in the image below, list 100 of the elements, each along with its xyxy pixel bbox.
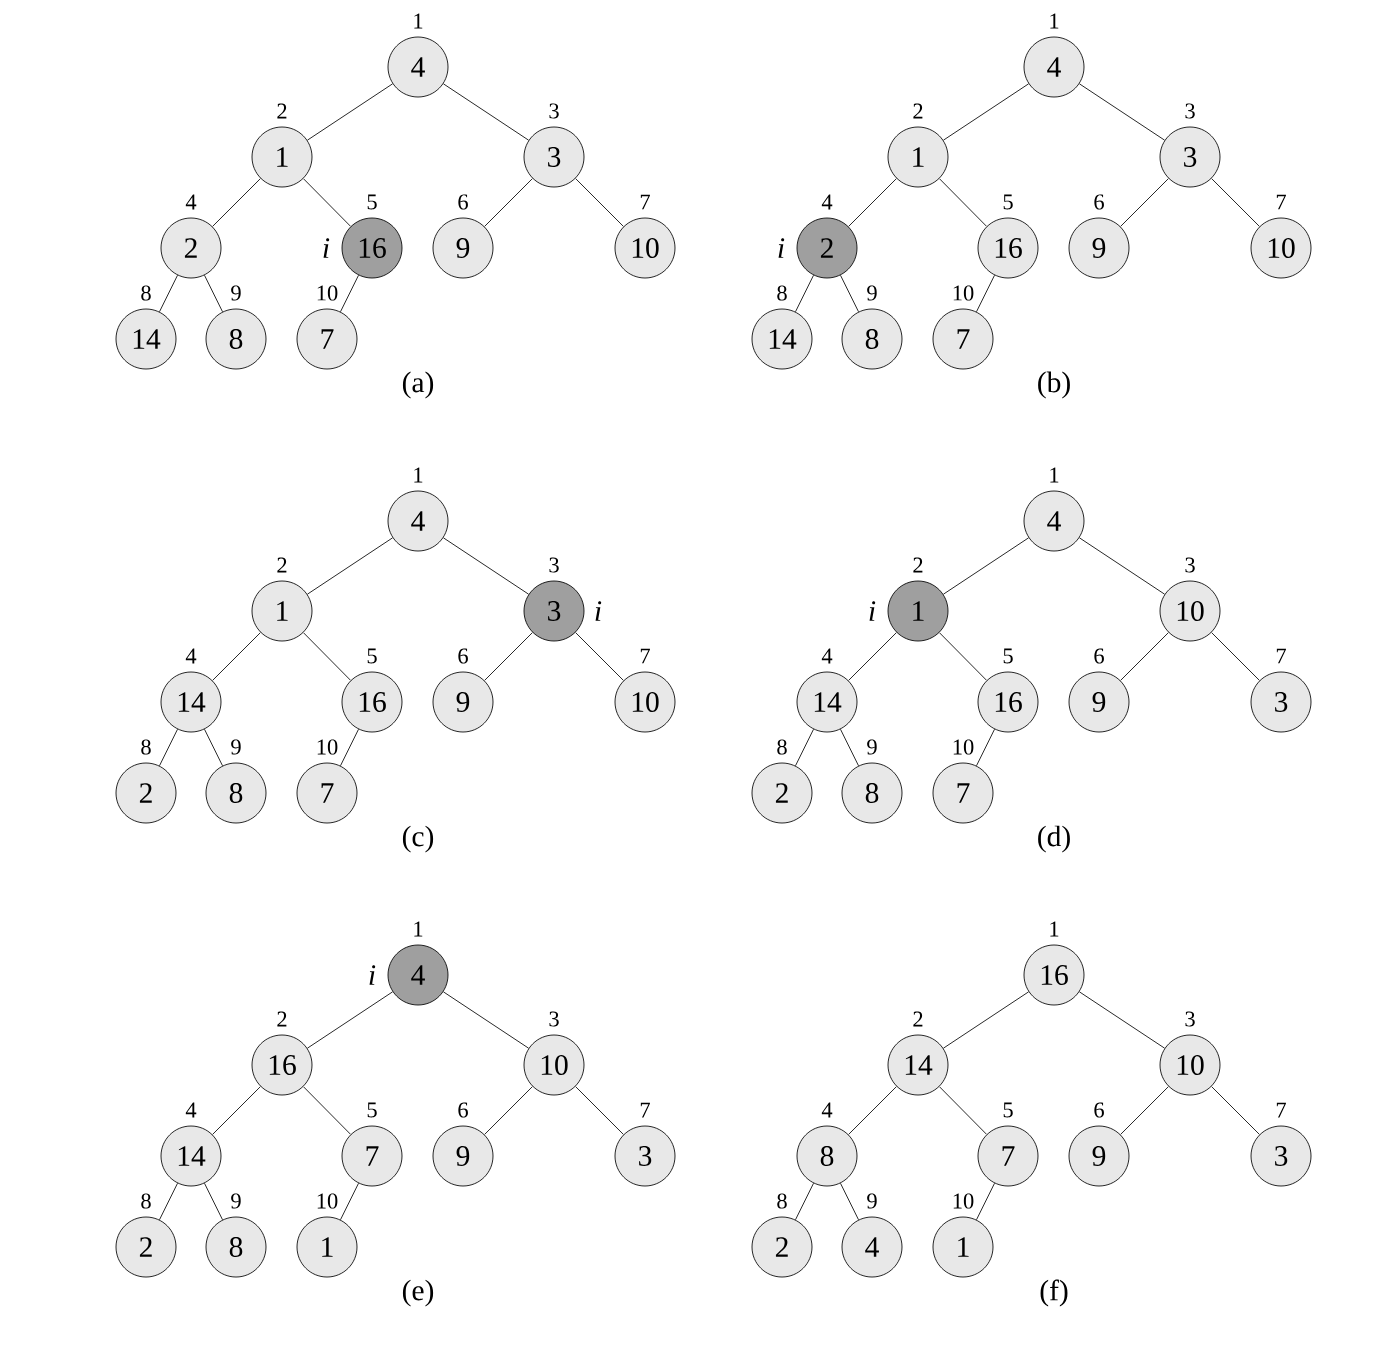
tree-edge xyxy=(204,274,223,313)
index-label: 8 xyxy=(141,739,151,755)
index-label: 5 xyxy=(1003,194,1013,210)
heap-node: 7 xyxy=(932,308,994,370)
tree-edge xyxy=(442,991,530,1049)
index-label: 4 xyxy=(185,648,197,664)
heap-node: 7 xyxy=(296,308,358,370)
tree-edge xyxy=(942,83,1030,141)
index-label: 6 xyxy=(1094,1102,1104,1118)
heap-node: 2 xyxy=(796,217,858,279)
index-label: 1 xyxy=(414,921,423,937)
tree-edge xyxy=(575,1086,624,1135)
index-label: 3 xyxy=(549,557,559,573)
heap-node: 14 xyxy=(887,1034,949,1096)
pointer-label: i xyxy=(323,238,330,258)
index-label: 8 xyxy=(777,285,787,301)
heap-node: 9 xyxy=(1068,671,1130,733)
index-label: 9 xyxy=(867,739,877,755)
tree-edge xyxy=(575,178,624,227)
index-label: 6 xyxy=(458,1102,468,1118)
tree-edge xyxy=(484,178,533,227)
heap-node: 7 xyxy=(932,762,994,824)
index-label: 3 xyxy=(549,103,559,119)
heap-node: 16 xyxy=(341,217,403,279)
subfigure-caption: (d) xyxy=(1038,825,1070,853)
index-label: 9 xyxy=(867,1193,877,1209)
heap-node: 10 xyxy=(523,1034,585,1096)
index-label: 7 xyxy=(1276,194,1286,210)
tree-edge xyxy=(840,274,859,313)
pointer-label: i xyxy=(595,601,602,621)
tree-edge xyxy=(976,274,995,313)
tree-edge xyxy=(976,1182,995,1221)
index-label: 2 xyxy=(913,103,923,119)
index-label: 2 xyxy=(913,1011,923,1027)
tree-edge xyxy=(204,1182,223,1221)
heap-node: 8 xyxy=(205,762,267,824)
index-label: 8 xyxy=(141,1193,151,1209)
index-label: 1 xyxy=(1050,13,1059,29)
heap-node: 1 xyxy=(251,580,313,642)
index-label: 7 xyxy=(640,648,650,664)
heap-node: 10 xyxy=(614,217,676,279)
heap-node: 7 xyxy=(296,762,358,824)
tree-edge xyxy=(976,728,995,767)
index-label: 5 xyxy=(367,1102,377,1118)
tree-edge xyxy=(442,83,530,141)
heap-node: 14 xyxy=(796,671,858,733)
index-label: 5 xyxy=(1003,648,1013,664)
heap-node: 2 xyxy=(115,1216,177,1278)
heap-node: 14 xyxy=(160,671,222,733)
index-label: 9 xyxy=(231,1193,241,1209)
tree-edge xyxy=(212,1086,261,1135)
index-label: 3 xyxy=(1185,1011,1195,1027)
index-label: 7 xyxy=(640,194,650,210)
heap-node: 4 xyxy=(841,1216,903,1278)
heap-node: 2 xyxy=(751,762,813,824)
index-label: 6 xyxy=(1094,648,1104,664)
tree-edge xyxy=(795,274,814,313)
tree-edge xyxy=(302,1086,352,1135)
tree-edge xyxy=(840,1182,859,1221)
index-label: 1 xyxy=(1050,921,1059,937)
tree-edge xyxy=(306,537,394,595)
index-label: 7 xyxy=(640,1102,650,1118)
heap-node: 1 xyxy=(887,580,949,642)
heap-node: 4 xyxy=(387,944,449,1006)
heap-node: 8 xyxy=(796,1125,858,1187)
index-label: 4 xyxy=(185,194,197,210)
tree-edge xyxy=(212,632,261,681)
heap-node: 2 xyxy=(160,217,222,279)
tree-edge xyxy=(302,178,352,227)
index-label: 5 xyxy=(367,648,377,664)
subfigure-caption: (e) xyxy=(402,1279,434,1307)
index-label: 2 xyxy=(277,103,287,119)
heap-node: 10 xyxy=(1250,217,1312,279)
subfigure-caption: (c) xyxy=(402,825,434,853)
pointer-label: i xyxy=(369,965,376,985)
tree-edge xyxy=(1211,178,1260,227)
index-label: 5 xyxy=(367,194,377,210)
tree-edge xyxy=(1120,178,1169,227)
tree-edge xyxy=(302,632,352,681)
index-label: 8 xyxy=(777,1193,787,1209)
index-label: 9 xyxy=(231,285,241,301)
tree-edge xyxy=(942,537,1030,595)
heap-node: 8 xyxy=(205,308,267,370)
tree-edge xyxy=(484,632,533,681)
heap-node: 4 xyxy=(1023,490,1085,552)
index-label: 7 xyxy=(1276,648,1286,664)
tree-edge xyxy=(1078,537,1166,595)
index-label: 8 xyxy=(777,739,787,755)
index-label: 10 xyxy=(317,1193,338,1209)
heap-node: 9 xyxy=(432,1125,494,1187)
index-label: 2 xyxy=(913,557,923,573)
tree-edge xyxy=(1211,632,1260,681)
index-label: 2 xyxy=(277,557,287,573)
tree-edge xyxy=(575,632,624,681)
heap-node: 1 xyxy=(932,1216,994,1278)
index-label: 7 xyxy=(1276,1102,1286,1118)
tree-edge xyxy=(848,632,897,681)
tree-edge xyxy=(484,1086,533,1135)
tree-edge xyxy=(159,1182,178,1221)
tree-edge xyxy=(795,728,814,767)
